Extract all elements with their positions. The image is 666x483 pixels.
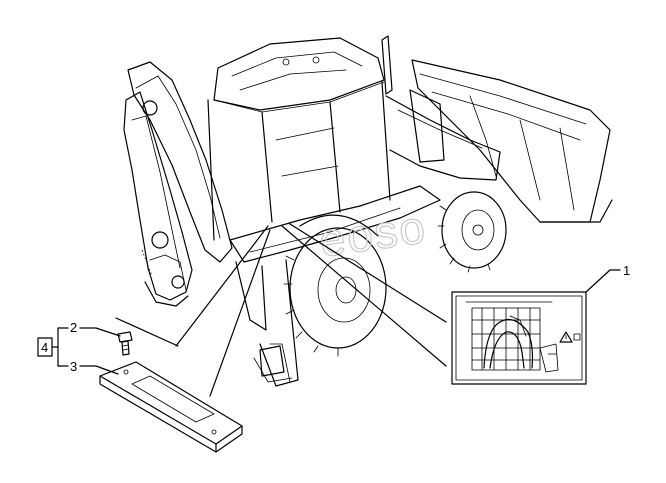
info-symbol-icon [573,333,581,341]
callout-3: 3 [70,359,119,375]
watermark-text: eoso [316,200,430,266]
callout-1: 1 [585,263,630,293]
bolt [117,331,133,356]
loader-bucket [411,59,613,223]
pad-plate [99,361,243,453]
warning-triangle-icon [559,331,573,343]
lift-table-plate [451,291,587,385]
callout-3-label: 3 [70,359,77,374]
chassis [229,185,441,387]
lift-capacity-graph [471,307,541,371]
callout-2: 2 [70,320,121,337]
backhoe-loader-illustration [123,35,613,387]
leader-lines [115,223,447,397]
callout-4-label: 4 [41,340,48,355]
backhoe-arm [123,61,233,307]
engine-hood [385,89,501,181]
callout-1-label: 1 [623,263,630,278]
cab [207,35,393,241]
stabilizer-leg [253,345,293,383]
callout-2-label: 2 [70,320,77,335]
front-wheel [437,191,507,273]
callout-group-4: 4 [37,327,69,367]
machine-silhouette-icon [539,343,559,373]
